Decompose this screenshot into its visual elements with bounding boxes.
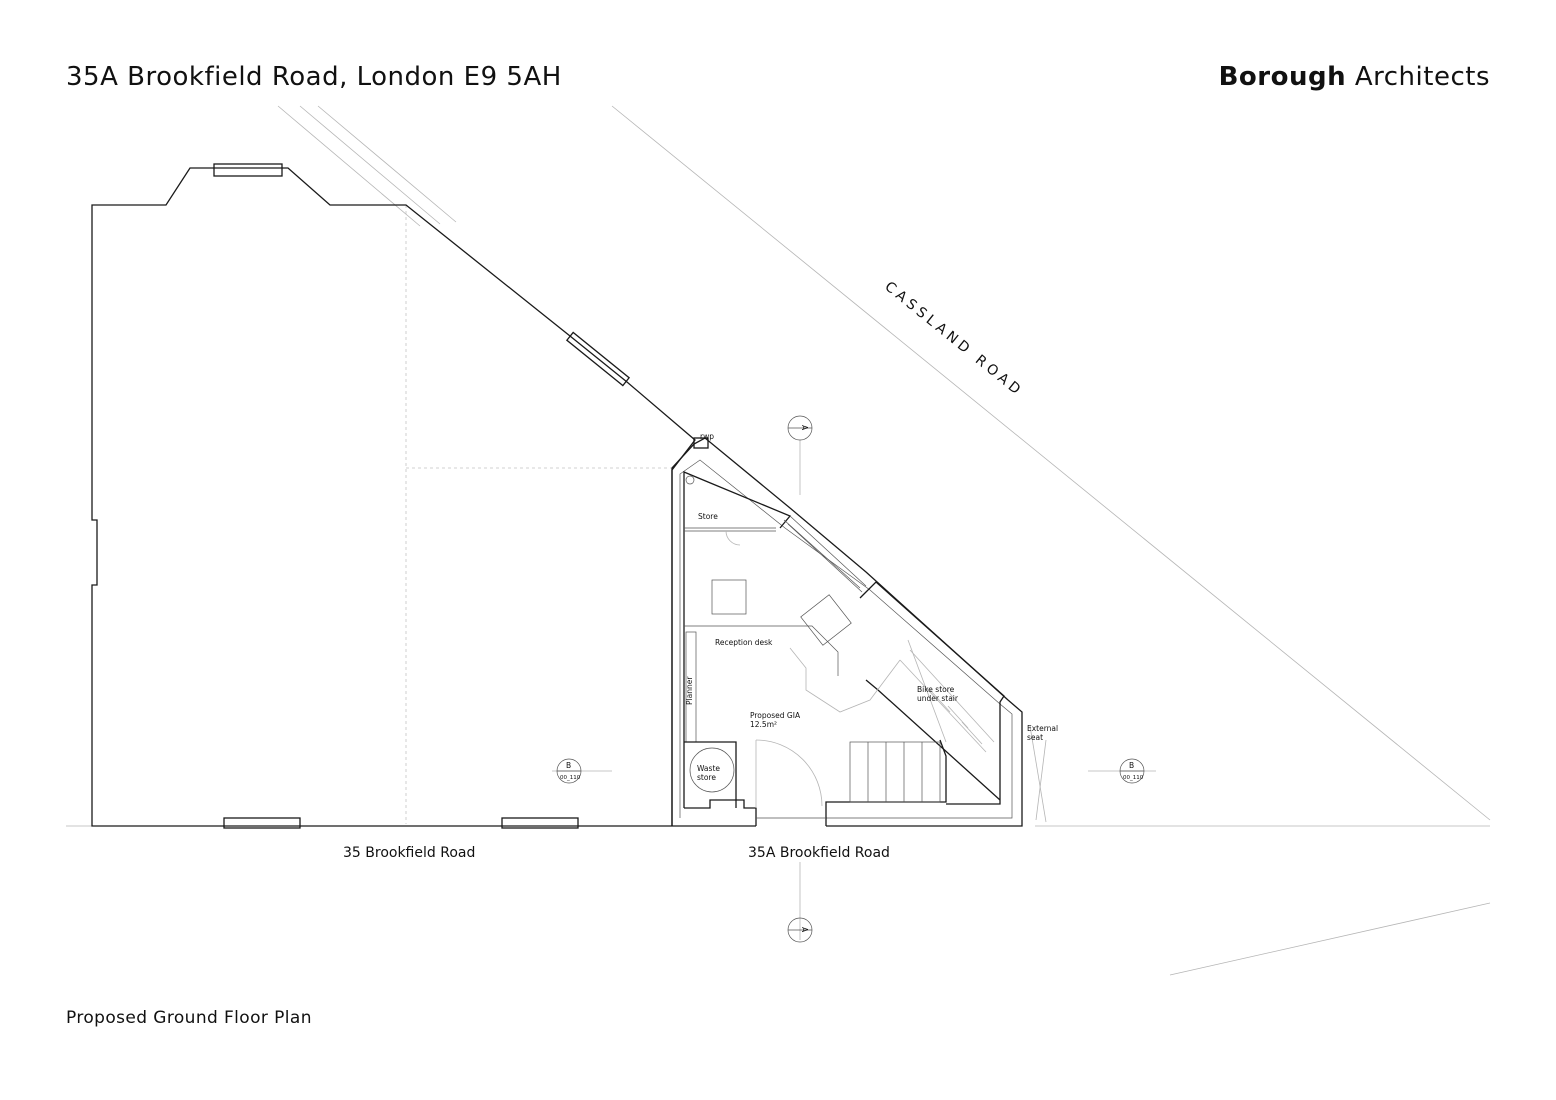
site-lines xyxy=(66,105,1491,976)
section-marker-bottom: A xyxy=(787,917,813,943)
downpipe-circle xyxy=(685,475,695,485)
marker-top-letter: A xyxy=(800,425,809,431)
marker-left-ref: 00_110 xyxy=(560,775,581,781)
chair xyxy=(711,579,747,615)
cassland-road-label: CASSLAND ROAD xyxy=(881,279,1026,401)
marker-bottom-letter: A xyxy=(800,927,809,933)
side-window xyxy=(565,331,631,387)
external-seat-label-2: seat xyxy=(1027,733,1043,742)
property-label-35: 35 Brookfield Road xyxy=(343,845,475,861)
store-label: Store xyxy=(698,512,718,521)
external-seat-label-1: External xyxy=(1027,724,1058,733)
rwp-label: rwp xyxy=(700,432,714,441)
section-marker-left: B 00_110 xyxy=(556,758,582,784)
bike-store-label-1: Bike store xyxy=(917,685,955,694)
desk-chair xyxy=(800,594,852,646)
section-marker-right: B 00_110 xyxy=(1119,758,1145,784)
section-marker-top: A xyxy=(787,415,813,441)
drawing-caption: Proposed Ground Floor Plan xyxy=(66,1008,312,1028)
marker-right-ref: 00_110 xyxy=(1123,775,1144,781)
bike-store-label-2: under stair xyxy=(917,694,959,703)
store-door-swing xyxy=(725,530,741,546)
rainwater-pipe xyxy=(693,437,709,449)
gia-value: 12.5m² xyxy=(750,720,777,729)
marker-right-letter: B xyxy=(1129,761,1134,770)
firm-name-bold: Borough xyxy=(1218,62,1347,92)
drawing-address-title: 35A Brookfield Road, London E9 5AH xyxy=(66,62,562,92)
gia-label: Proposed GIA xyxy=(750,711,801,720)
building-35a-plan xyxy=(671,437,1023,827)
front-window-right xyxy=(501,817,579,829)
property-label-35a: 35A Brookfield Road xyxy=(748,845,890,861)
reception-label: Reception desk xyxy=(715,638,773,647)
marker-left-letter: B xyxy=(566,761,571,770)
entrance-door-swing xyxy=(755,739,823,807)
front-window-left xyxy=(223,817,301,829)
bike-racks xyxy=(899,649,995,753)
firm-name: Borough Architects xyxy=(1219,62,1490,92)
firm-name-rest: Architects xyxy=(1346,62,1490,92)
building-35-outline xyxy=(91,163,696,829)
stair xyxy=(849,639,947,803)
waste-bin xyxy=(689,747,735,793)
waste-store-label-1: Waste xyxy=(697,764,720,773)
planner-label: Planner xyxy=(685,676,694,705)
waste-store-label-2: store xyxy=(697,773,716,782)
bay-window xyxy=(213,163,283,177)
